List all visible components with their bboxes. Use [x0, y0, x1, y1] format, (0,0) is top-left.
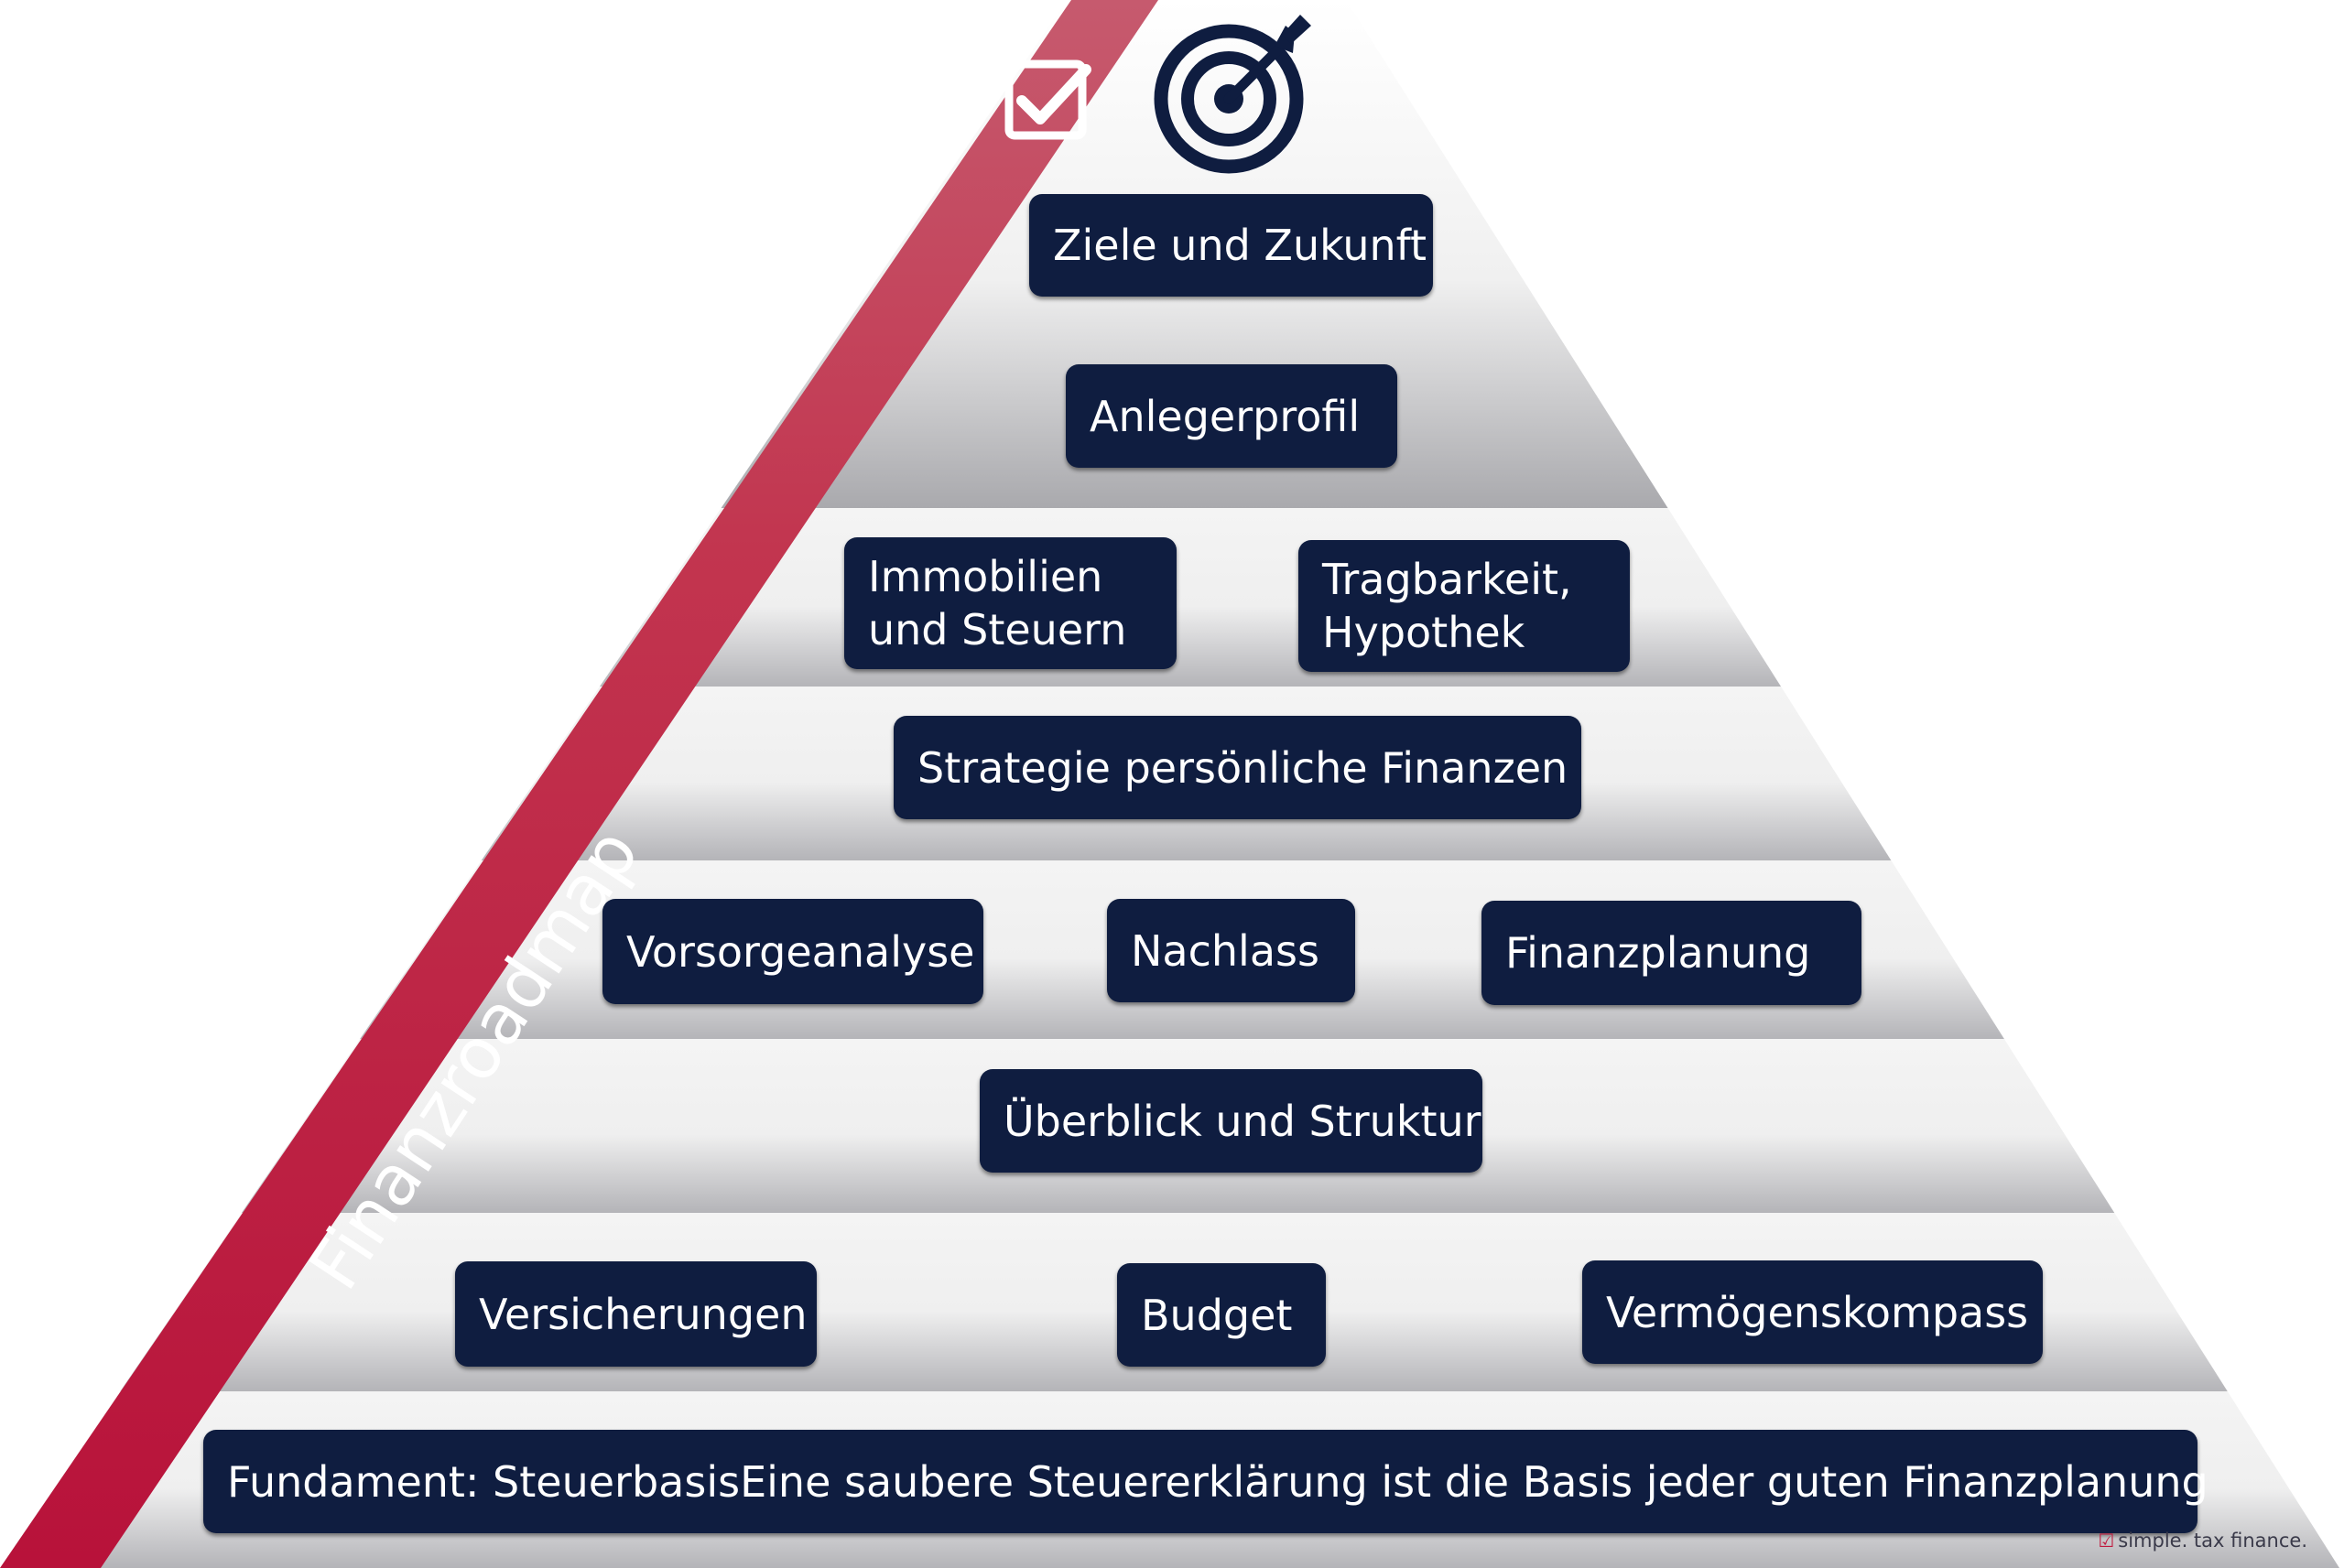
- affordability-line-2: Hypothek: [1322, 608, 1525, 657]
- wealth-compass-box: Vermögenskompass: [1582, 1260, 2043, 1364]
- overview-structure-box: Überblick und Struktur: [980, 1069, 1482, 1173]
- roadmap-band: [0, 0, 1158, 1568]
- real-estate-tax-line-2: und Steuern: [868, 605, 1127, 654]
- financial-planning-box: Finanzplanung: [1481, 901, 1861, 1005]
- brand-mark: ☑ simple. tax finance.: [2098, 1530, 2307, 1552]
- brand-text: simple. tax finance.: [2118, 1530, 2307, 1552]
- pension-analysis-box: Vorsorgeanalyse: [602, 899, 983, 1004]
- personal-finance-strategy-box: Strategie persönliche Finanzen: [894, 716, 1581, 819]
- goals-box: Ziele und Zukunft: [1029, 194, 1433, 297]
- foundation-box: Fundament: Steuerbasis Eine saubere Steu…: [203, 1430, 2208, 1533]
- affordability-line-1: Tragbarkeit,: [1322, 555, 1572, 604]
- target-arrow-icon: [1154, 15, 1311, 174]
- foundation-label: Fundament: Steuerbasis: [227, 1456, 741, 1507]
- affordability-mortgage-box: Tragbarkeit, Hypothek: [1298, 540, 1630, 672]
- budget-box: Budget: [1117, 1263, 1326, 1367]
- investor-profile-box: Anlegerprofil: [1066, 364, 1397, 468]
- real-estate-tax-box: Immobilien und Steuern: [844, 537, 1177, 669]
- checklist-icon: [1004, 59, 1091, 140]
- real-estate-tax-line-1: Immobilien: [868, 552, 1103, 601]
- estate-box: Nachlass: [1107, 899, 1355, 1002]
- insurance-box: Versicherungen: [455, 1261, 817, 1367]
- foundation-description: Eine saubere Steuererklärung ist die Bas…: [740, 1456, 2208, 1507]
- checkbox-icon: ☑: [2098, 1530, 2115, 1552]
